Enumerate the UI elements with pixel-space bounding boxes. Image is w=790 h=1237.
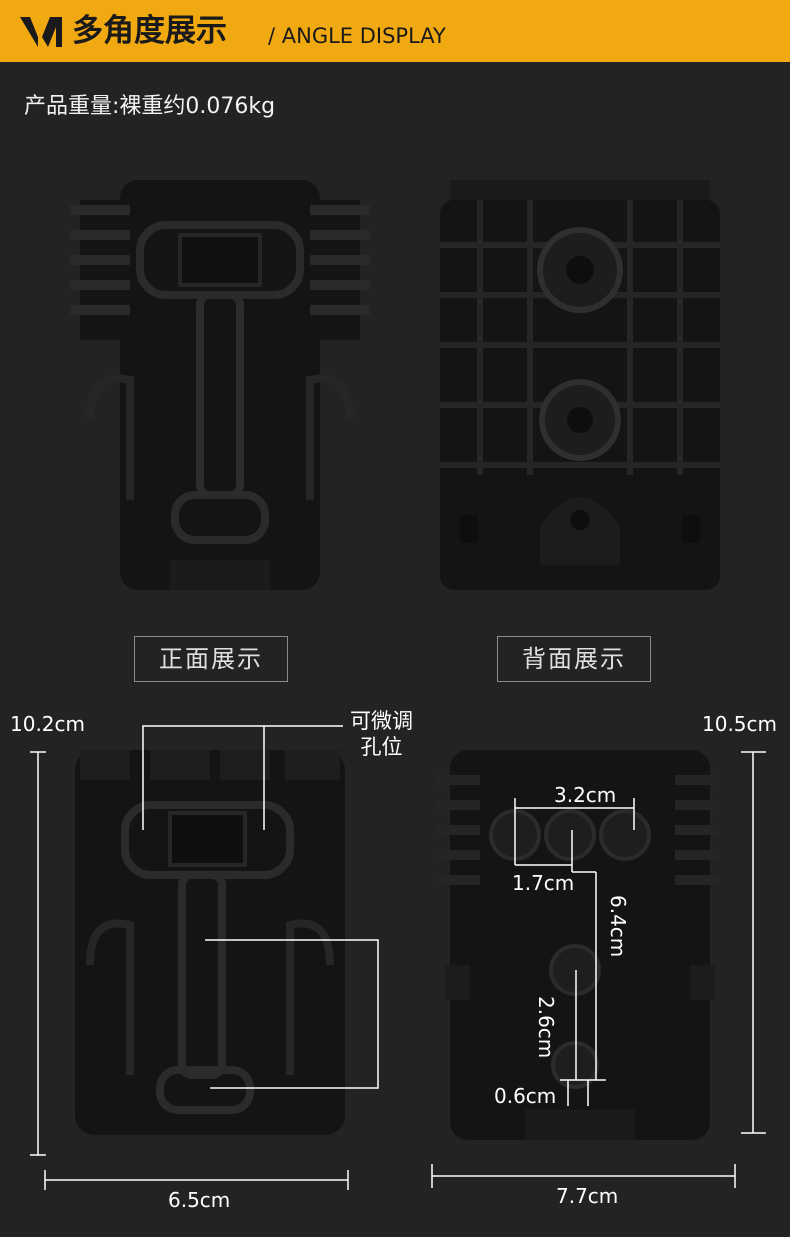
hole-offset-label: 1.7cm (512, 871, 575, 895)
vertical-long-label: 6.4cm (606, 895, 630, 958)
back-view-label: 背面展示 (497, 636, 651, 682)
front-dimension-image (75, 750, 345, 1135)
adjustable-holes-note: 可微调 孔位 (350, 708, 413, 760)
right-height-label: 10.5cm (702, 712, 778, 736)
header-bar: 多角度展示 / ANGLE DISPLAY (0, 0, 790, 62)
section-subtitle: / ANGLE DISPLAY (268, 24, 446, 48)
adjust-note-line1: 可微调 (350, 709, 413, 733)
vertical-short-label: 2.6cm (534, 996, 558, 1059)
left-height-label: 10.2cm (10, 712, 86, 736)
front-view-label: 正面展示 (134, 636, 288, 682)
section-title: 多角度展示 (72, 13, 227, 49)
product-weight-text: 产品重量:裸重约0.076kg (24, 94, 276, 119)
left-width-label: 6.5cm (168, 1188, 231, 1212)
front-view-image (70, 180, 370, 590)
adjust-note-line2: 孔位 (360, 735, 403, 759)
brand-logo-icon (20, 17, 62, 47)
right-width-label: 7.7cm (556, 1184, 619, 1208)
hole-spacing-label: 3.2cm (554, 783, 617, 807)
back-view-image (440, 180, 720, 590)
slot-width-label: 0.6cm (494, 1084, 557, 1108)
